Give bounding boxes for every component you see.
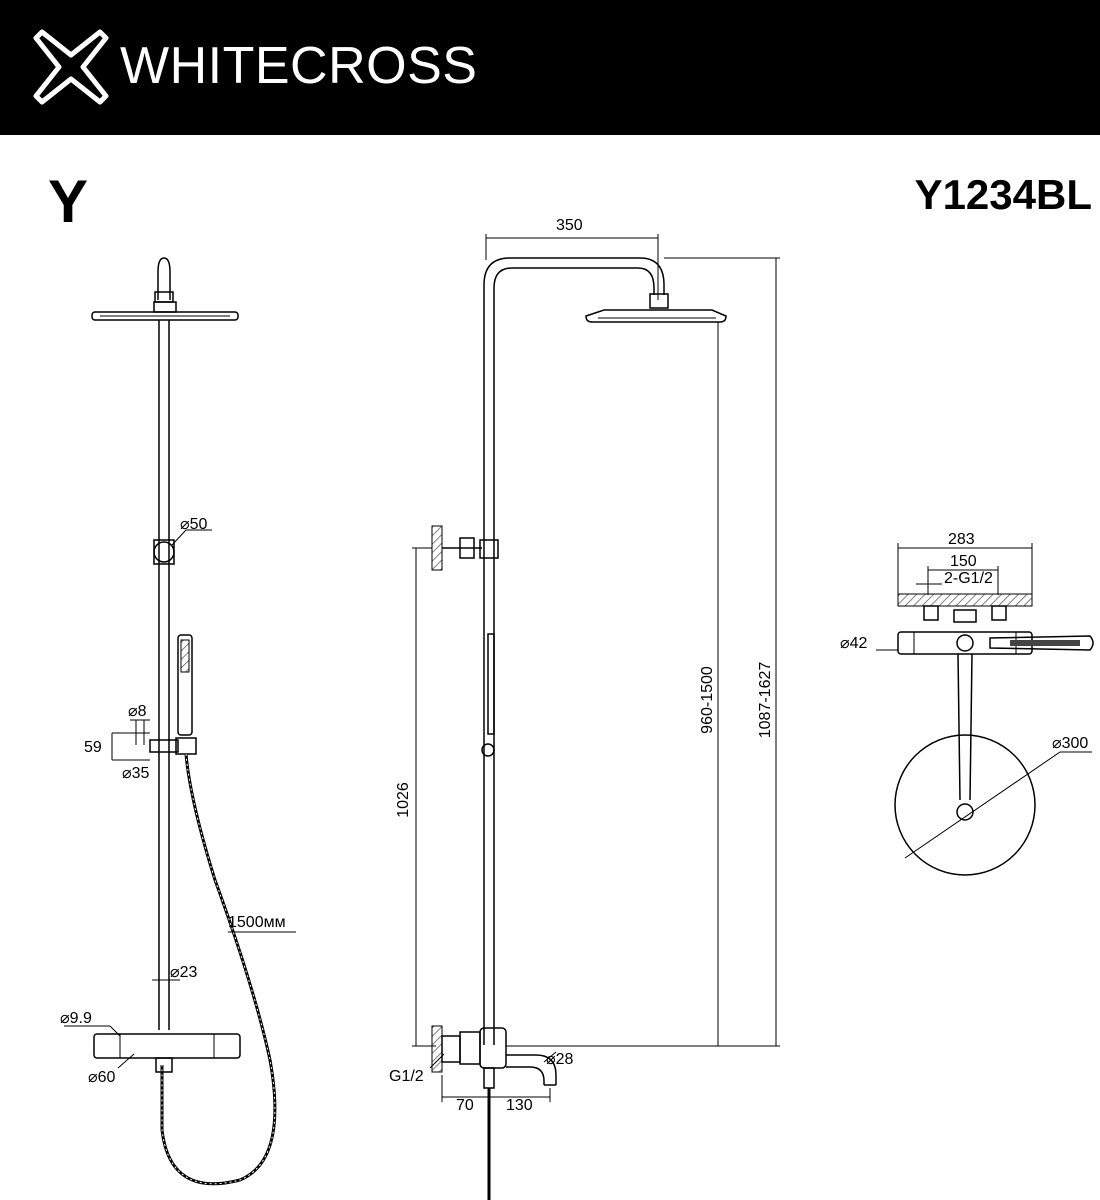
dim-wall-offset: 70 — [456, 1097, 474, 1114]
dim-arm-length: 350 — [556, 217, 583, 234]
brand-name: WHITECROSS — [120, 37, 478, 95]
dim-total-width: 283 — [948, 531, 975, 548]
dim-connections: 2-G1/2 — [944, 570, 993, 587]
dim-hand-shower-diameter: ⌀8 — [128, 703, 147, 720]
dim-handle-diameter: ⌀42 — [840, 635, 868, 652]
cross-x-logo-icon — [33, 29, 109, 105]
dim-connection-distance: 150 — [950, 553, 977, 570]
dim-body-diameter: ⌀60 — [88, 1069, 116, 1086]
dim-slider-diameter: ⌀50 — [180, 516, 208, 533]
dim-total-height: 1087-1627 — [757, 662, 774, 739]
dim-hose-length: 1500мм — [228, 914, 286, 931]
dim-holder-height: 59 — [84, 739, 102, 756]
dim-head-diameter: ⌀300 — [1052, 735, 1088, 752]
dim-spout-length: 130 — [506, 1097, 533, 1114]
front-view: ⌀50 ⌀8 59 ⌀35 1500мм ⌀23 ⌀9.9 ⌀60 — [60, 257, 296, 1186]
dim-spout-diameter: ⌀28 — [546, 1051, 574, 1068]
side-view: 350 1026 960-1500 1087-1627 G1/2 ⌀28 70 … — [389, 217, 780, 1200]
header-bar: WHITECROSS — [0, 0, 1100, 135]
dim-thread: G1/2 — [389, 1068, 424, 1085]
dim-adjust-range: 960-1500 — [699, 666, 716, 734]
dim-holder-diameter: ⌀35 — [122, 765, 150, 782]
dim-bracket-height: 1026 — [395, 782, 412, 818]
top-view: 283 150 2-G1/2 ⌀42 ⌀300 — [840, 531, 1094, 876]
series-letter: Y — [48, 168, 89, 235]
dim-riser-diameter: ⌀23 — [170, 964, 198, 981]
model-number: Y1234BL — [914, 171, 1092, 218]
dim-outlet-diameter: ⌀9.9 — [60, 1010, 92, 1027]
